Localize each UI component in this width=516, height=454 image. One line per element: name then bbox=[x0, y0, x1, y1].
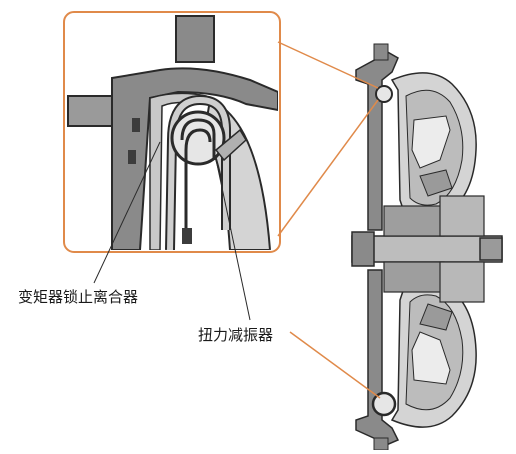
inset-shaft-stub bbox=[67, 95, 115, 127]
damper-leader bbox=[213, 149, 251, 321]
inset-detail-view bbox=[63, 11, 281, 253]
bottom-damper-ring bbox=[371, 391, 397, 417]
lockup-clutch-label: 变矩器锁止离合器 bbox=[18, 288, 139, 306]
inset-housing bbox=[111, 67, 278, 250]
inset-top-stub bbox=[175, 15, 215, 63]
label-leader-lines bbox=[93, 141, 381, 399]
front-cover bbox=[355, 49, 399, 231]
damper-leader-2 bbox=[289, 331, 381, 399]
lockup-clutch-leader bbox=[93, 141, 161, 284]
top-damper-ring bbox=[375, 85, 393, 103]
stator bbox=[383, 205, 445, 237]
torsion-damper-label: 扭力减振器 bbox=[198, 326, 274, 344]
zoom-callout-lines bbox=[277, 41, 379, 237]
torque-converter-cross-section bbox=[351, 43, 503, 451]
